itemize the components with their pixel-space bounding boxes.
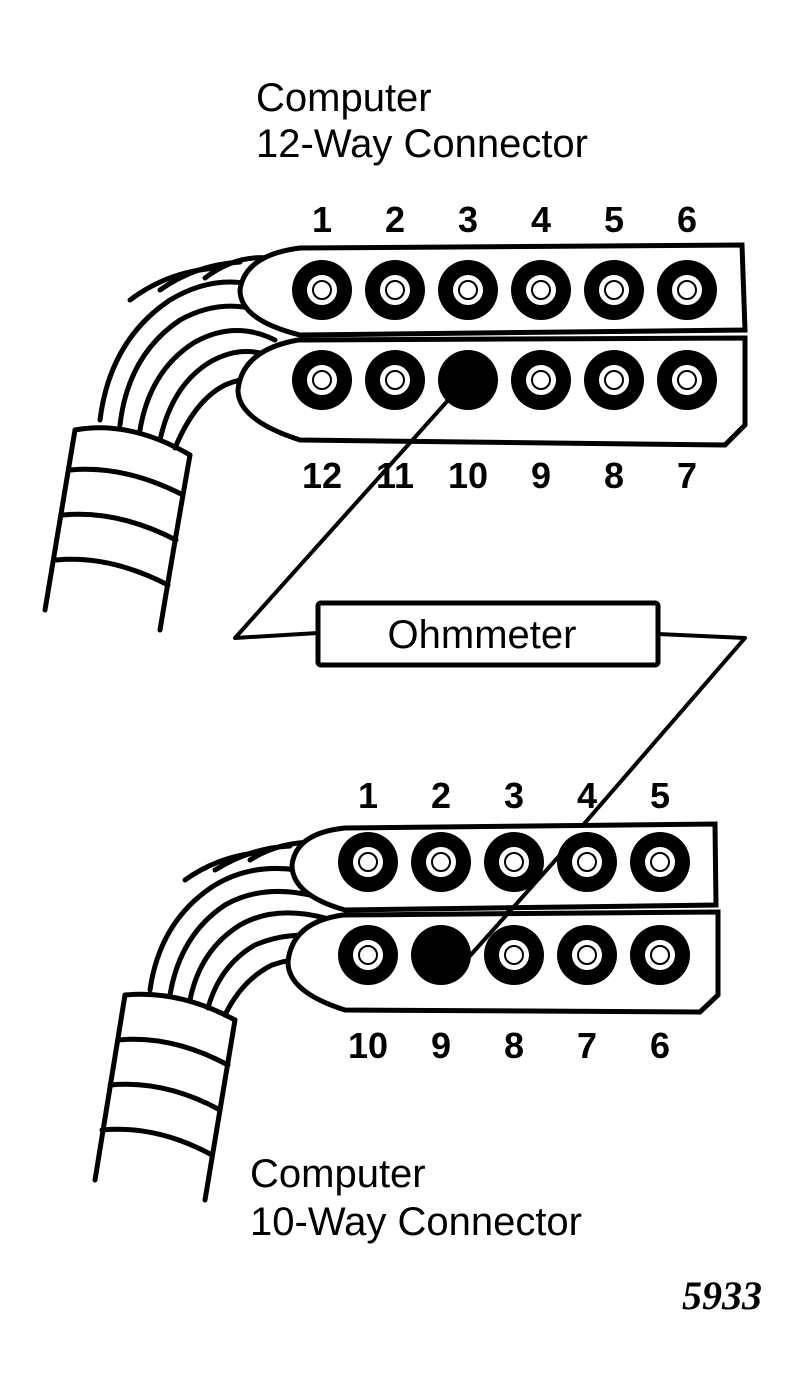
top-pin-4[interactable] [511,260,571,320]
top-connector-title-line1: Computer [256,76,432,120]
bottom-connector-pins [338,832,690,985]
bottom-pin-5[interactable] [630,832,690,892]
bottom-pin-2[interactable] [411,832,471,892]
bottom-connector-title-line1: Computer [250,1152,426,1196]
bottom-pin-label-7: 7 [577,1025,597,1066]
ohmmeter[interactable]: Ohmmeter [315,600,661,668]
bottom-pin-label-1: 1 [358,775,378,816]
top-pin-1[interactable] [292,260,352,320]
bottom-pin-9[interactable] [411,925,471,985]
bottom-pin-3[interactable] [484,832,544,892]
top-pin-label-2: 2 [385,199,405,240]
top-pin-8[interactable] [584,350,644,410]
top-pin-7[interactable] [657,350,717,410]
top-pin-label-7: 7 [677,455,697,496]
bottom-cable [92,839,333,1203]
top-pin-11[interactable] [365,350,425,410]
ohmmeter-lead-overlay [466,853,562,960]
bottom-pin-1[interactable] [338,832,398,892]
top-pin-label-3: 3 [458,199,478,240]
top-pin-12[interactable] [292,350,352,410]
ohmmeter-label: Ohmmeter [388,613,577,657]
bottom-pin-label-9: 9 [431,1025,451,1066]
bottom-pin-label-4: 4 [577,775,597,816]
top-pin-label-8: 8 [604,455,624,496]
bottom-pin-label-6: 6 [650,1025,670,1066]
top-connector-pins [292,260,717,410]
top-pin-label-12: 12 [302,455,342,496]
top-pin-label-6: 6 [677,199,697,240]
top-pin-3[interactable] [438,260,498,320]
bottom-pin-4[interactable] [557,832,617,892]
top-connector-title-line2: 12-Way Connector [256,122,588,166]
top-pin-5[interactable] [584,260,644,320]
top-pin-label-5: 5 [604,199,624,240]
top-pin-label-9: 9 [531,455,551,496]
top-pin-label-1: 1 [312,199,332,240]
top-pin-label-10: 10 [448,455,488,496]
top-pin-label-4: 4 [531,199,551,240]
bottom-pin-6[interactable] [630,925,690,985]
top-pin-2[interactable] [365,260,425,320]
bottom-pin-label-5: 5 [650,775,670,816]
bottom-pin-label-10: 10 [348,1025,388,1066]
bottom-pin-7[interactable] [557,925,617,985]
top-pin-6[interactable] [657,260,717,320]
bottom-pin-8[interactable] [484,925,544,985]
bottom-connector-pin-labels: 1 2 3 4 5 10 9 8 7 6 [348,775,670,1066]
figure-number: 5933 [682,1273,762,1318]
top-pin-9[interactable] [511,350,571,410]
bottom-connector-title-line2: 10-Way Connector [250,1200,582,1244]
bottom-pin-label-3: 3 [504,775,524,816]
bottom-pin-label-2: 2 [431,775,451,816]
bottom-pin-10[interactable] [338,925,398,985]
bottom-pin-label-8: 8 [504,1025,524,1066]
top-cable [42,255,283,633]
